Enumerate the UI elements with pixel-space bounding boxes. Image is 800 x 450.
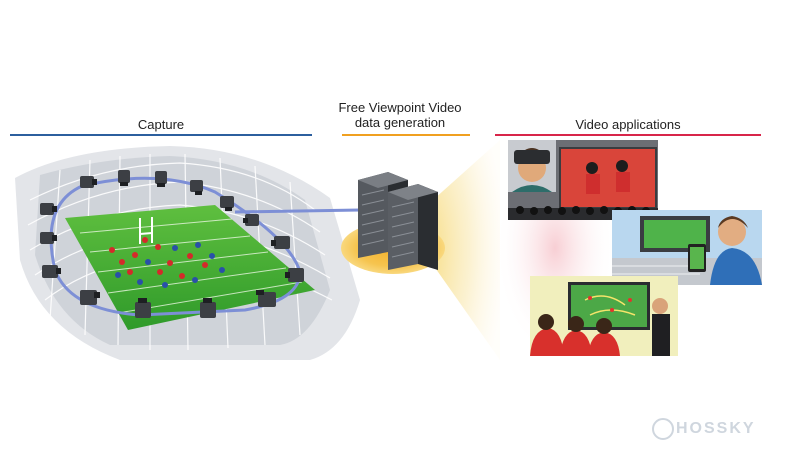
camera-icon <box>135 298 151 318</box>
camera-icon <box>256 290 276 307</box>
server-icon <box>341 172 445 274</box>
vr-headset-icon <box>514 150 550 164</box>
apps-title: Video applications <box>575 117 681 132</box>
watermark-text: HOSSKY <box>676 420 756 437</box>
fvv-title-line1: Free Viewpoint Video <box>338 100 462 115</box>
camera-icon <box>40 203 57 215</box>
players <box>109 237 225 288</box>
fvv-underline <box>342 134 470 136</box>
fvv-title-line2: data generation <box>354 115 446 130</box>
camera-icon <box>271 236 290 249</box>
connection-line <box>234 208 361 214</box>
watermark-logo-icon <box>652 418 674 440</box>
capture-underline <box>10 134 312 136</box>
camera-icon <box>118 170 130 186</box>
camera-icon <box>285 268 304 282</box>
apps-underline <box>495 134 761 136</box>
cameras <box>40 170 304 318</box>
camera-icon <box>42 265 61 278</box>
camera-icon <box>155 171 167 187</box>
capture-title: Capture <box>137 117 185 132</box>
camera-icon <box>40 232 57 244</box>
fvv-title: Free Viewpoint Video data generation <box>325 100 475 130</box>
data-beam <box>405 140 500 360</box>
camera-icon <box>190 180 203 195</box>
app-panel-coaching <box>530 276 678 356</box>
camera-icon <box>243 214 259 226</box>
rugby-field <box>65 205 315 330</box>
camera-icon <box>80 176 97 188</box>
camera-icon <box>80 290 100 305</box>
camera-icon <box>220 196 234 211</box>
app-panel-tablet <box>612 210 762 285</box>
app-panel-vr <box>508 140 658 220</box>
camera-icon <box>200 298 216 318</box>
